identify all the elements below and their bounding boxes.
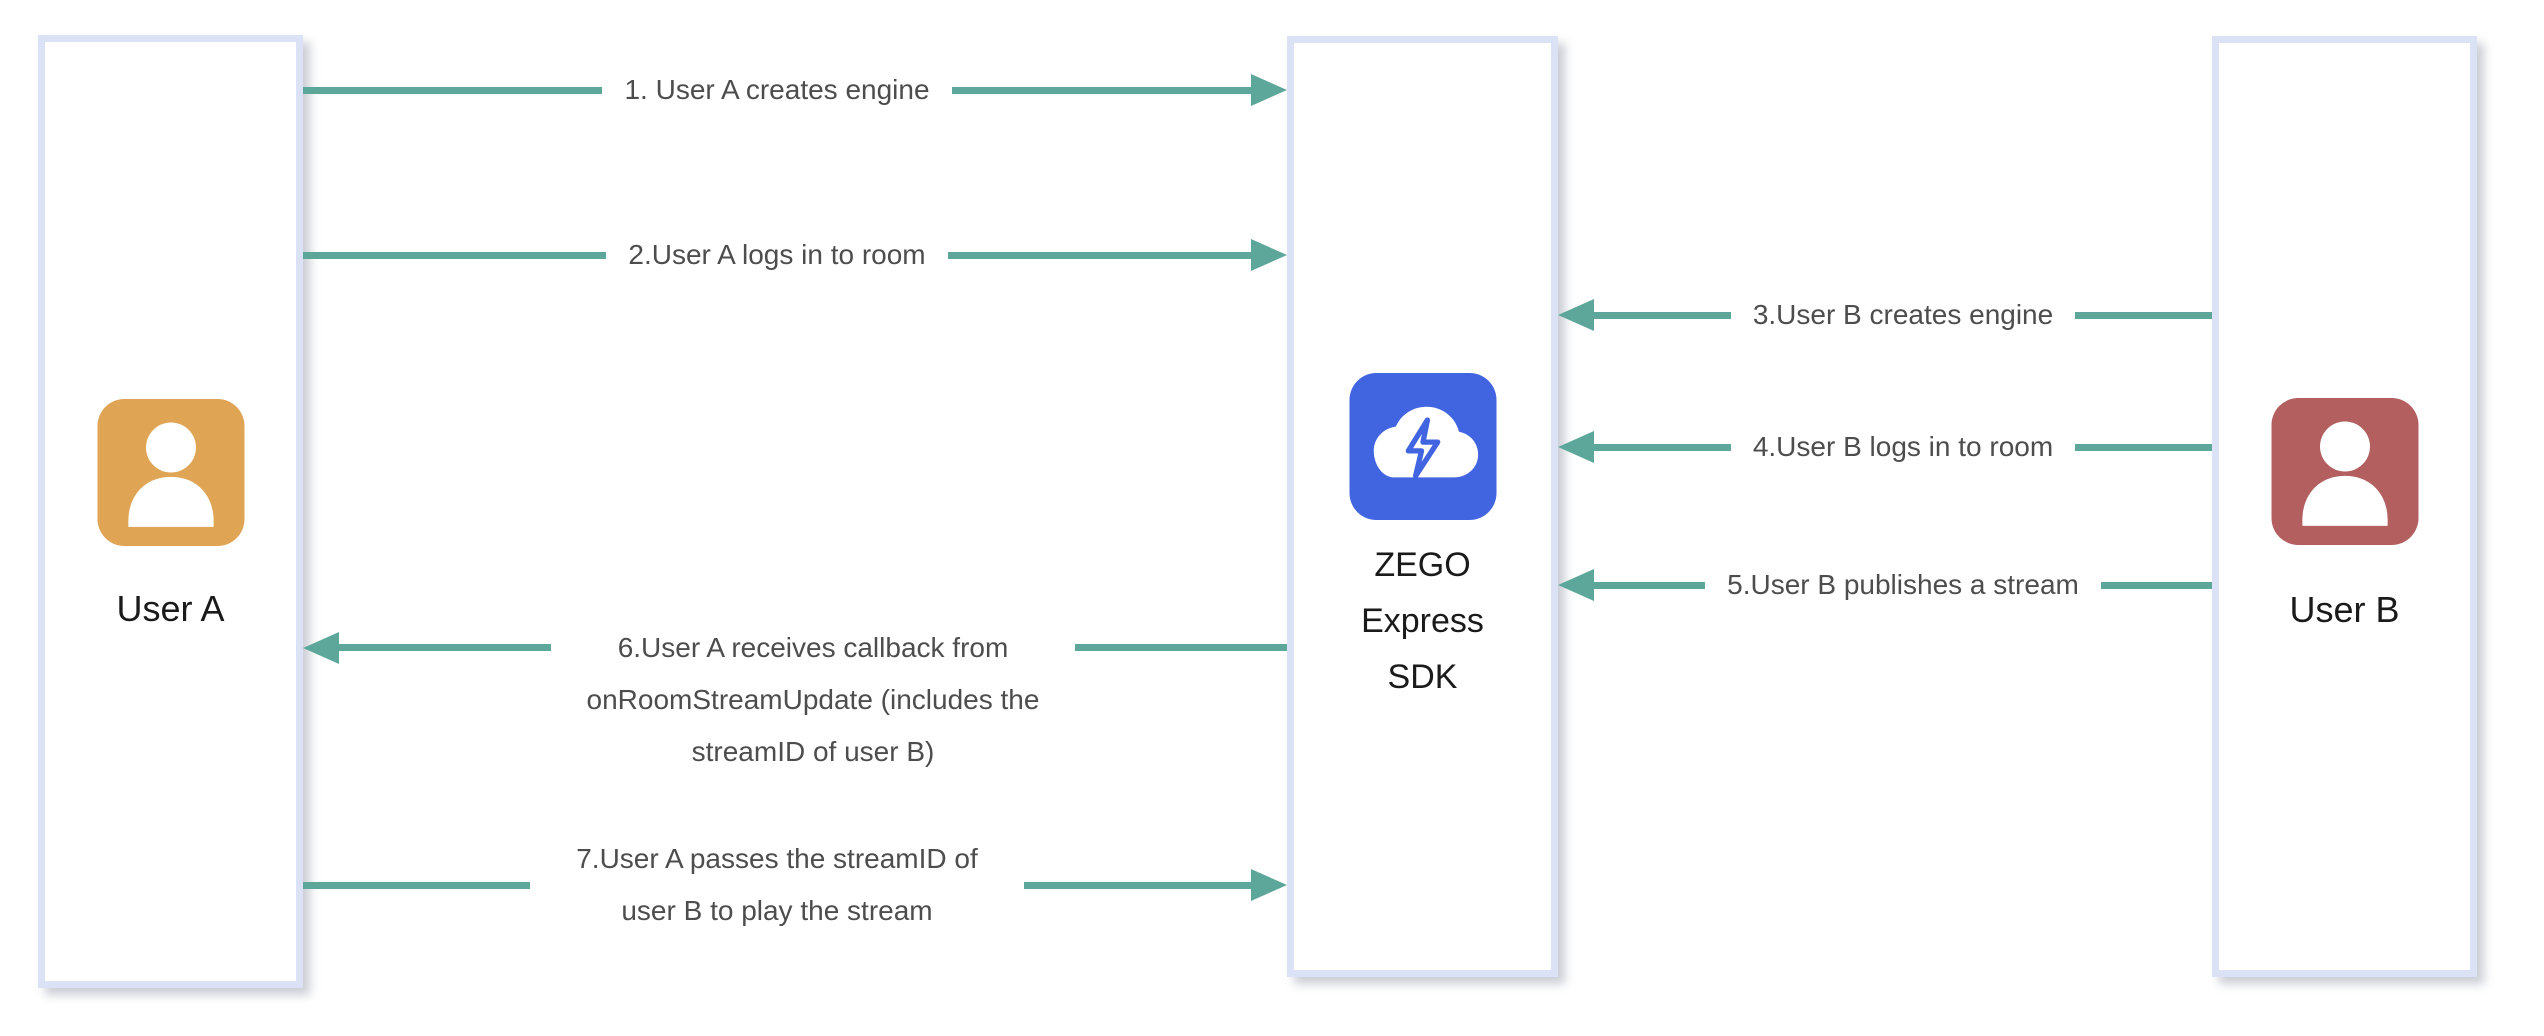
arrow-label-step-2: 2.User A logs in to room (628, 239, 926, 270)
arrow-line (951, 86, 1252, 94)
entity-box-user-a: User A (38, 35, 303, 988)
arrow-line (1075, 644, 1287, 651)
entity-label-user-b: User B (2289, 589, 2400, 630)
arrowhead-left-icon (1558, 431, 1594, 463)
entity-box-sdk: ZEGO Express SDK (1287, 36, 1558, 977)
arrow-step-3: 3.User B creates engine (1558, 285, 2213, 345)
arrow-step-4: 4.User B logs in to room (1558, 417, 2212, 477)
arrowhead-left-icon (1558, 299, 1594, 331)
arrowhead-left-icon (1558, 569, 1594, 601)
arrow-step-6: 6.User A receives callback from onRoomSt… (303, 622, 1287, 784)
arrowhead-left-icon (303, 632, 339, 664)
arrowhead-right-icon (1251, 239, 1288, 271)
arrow-label-step-6: 6.User A receives callback from onRoomSt… (586, 632, 1040, 767)
arrow-label-step-3: 3.User B creates engine (1752, 299, 2054, 330)
person-icon (97, 399, 244, 546)
arrow-line (2075, 311, 2213, 319)
arrow-line (2100, 581, 2212, 589)
arrow-label-step-1: 1. User A creates engine (624, 74, 930, 105)
arrow-step-1: 1. User A creates engine (303, 60, 1288, 120)
person-icon (2271, 398, 2418, 545)
arrow-step-7: 7.User A passes the streamID of user B t… (303, 830, 1287, 940)
entity-label-user-a: User A (116, 588, 225, 629)
arrow-line (1594, 311, 1731, 319)
cloud-lightning-icon (1349, 373, 1496, 520)
arrowhead-right-icon (1251, 869, 1287, 901)
arrow-line (2075, 443, 2212, 451)
arrow-line (339, 644, 551, 651)
entity-label-sdk: ZEGO Express SDK (1361, 546, 1484, 696)
arrow-line (303, 251, 607, 259)
arrowhead-right-icon (1251, 74, 1288, 106)
arrow-step-2: 2.User A logs in to room (303, 225, 1288, 285)
entity-box-user-b: User B (2212, 36, 2477, 977)
arrow-line (947, 251, 1252, 259)
arrow-line (303, 86, 603, 94)
arrow-line (303, 881, 530, 889)
arrow-line (1594, 581, 1706, 589)
arrow-step-5: 5.User B publishes a stream (1558, 555, 2212, 615)
arrow-label-step-7: 7.User A passes the streamID of user B t… (576, 843, 978, 926)
arrow-label-step-5: 5.User B publishes a stream (1727, 569, 2079, 600)
arrow-label-step-4: 4.User B logs in to room (1752, 431, 2054, 462)
arrow-line (1594, 443, 1731, 451)
arrow-line (1024, 881, 1251, 889)
